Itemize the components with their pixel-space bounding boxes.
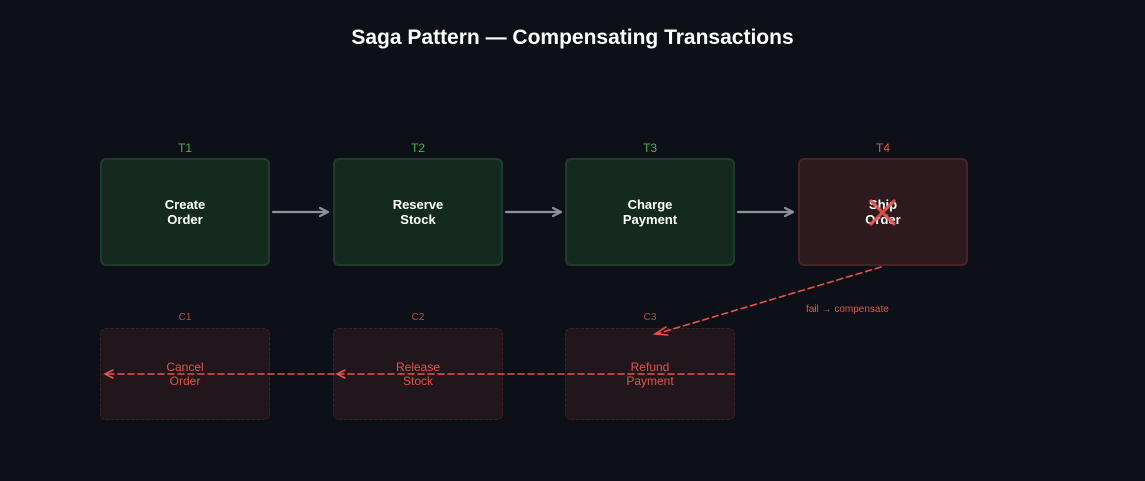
failure-note: fail → compensate [806,304,889,315]
forward-arrow-icon [736,206,795,218]
transaction-label: Create Order [165,197,205,227]
transaction-label-line1: Create [164,197,206,212]
compensation-label-line2: Payment [626,374,674,388]
compensation-label-line1: Refund [630,360,670,374]
step-tag-t3: T3 [642,141,657,155]
transaction-label: Charge Payment [623,197,677,227]
compensation-label: Release Stock [396,360,440,388]
compensation-release-stock: Release Stock [333,328,503,420]
compensation-cancel-order: Cancel Order [100,328,270,420]
diagram-title: Saga Pattern — Compensating Transactions [351,26,794,49]
step-tag-t1: T1 [177,141,192,155]
transaction-label-line1: Reserve [392,197,444,212]
compensation-label-line1: Cancel [166,360,204,374]
step-tag-t2: T2 [410,141,425,155]
transaction-label-line2: Stock [400,212,436,227]
transaction-label-line2: Order [865,212,901,227]
compensate-trigger-arrow-icon [652,266,882,336]
transaction-label-line2: Order [167,212,203,227]
transaction-reserve-stock: Reserve Stock [333,158,503,266]
transaction-create-order: Create Order [100,158,270,266]
transaction-charge-payment: Charge Payment [565,158,735,266]
transaction-label-line1: Ship [868,197,898,212]
comp-tag-c1: C1 [178,312,192,323]
forward-arrow-icon [504,206,563,218]
comp-tag-c2: C2 [411,312,425,323]
step-tag-t4: T4 [875,141,890,155]
comp-tag-c3: C3 [643,312,657,323]
transaction-label-line2: Payment [622,212,678,227]
forward-arrow-icon [271,206,330,218]
transaction-label: Reserve Stock [393,197,444,227]
transaction-ship-order-failed: Ship Order [798,158,968,266]
compensation-label-line2: Order [169,374,201,388]
compensation-label-line2: Stock [402,374,433,388]
transaction-label-line1: Charge [627,197,673,212]
compensation-label-line1: Release [395,360,441,374]
compensation-label: Cancel Order [166,360,203,388]
transaction-label: Ship Order [865,197,900,227]
compensation-label: Refund Payment [626,360,673,388]
compensation-refund-payment: Refund Payment [565,328,735,420]
